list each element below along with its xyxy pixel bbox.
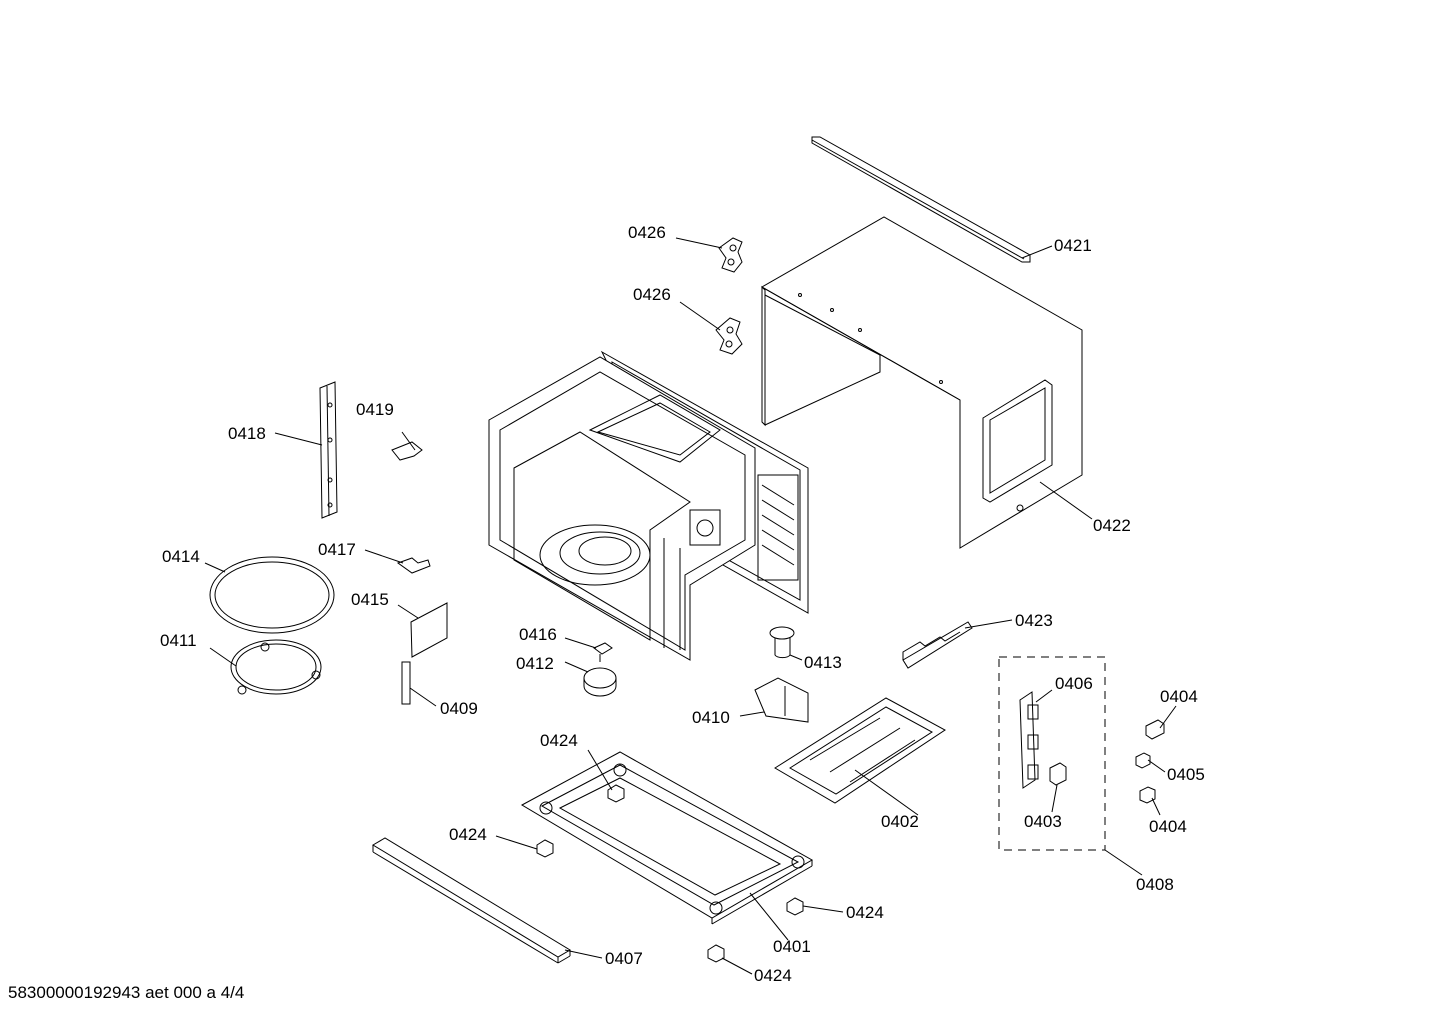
- label-0409: 0409: [440, 699, 478, 718]
- part-0416-coupler: [593, 642, 613, 662]
- part-0424-foot-b: [536, 839, 554, 858]
- part-0421-top-strip: [811, 136, 1031, 263]
- label-0410: 0410: [692, 708, 730, 727]
- label-0402: 0402: [881, 812, 919, 831]
- part-0415-cover-plate: [410, 602, 448, 658]
- label-0415: 0415: [351, 590, 389, 609]
- label-0426-lower: 0426: [633, 285, 671, 304]
- label-0407: 0407: [605, 949, 643, 968]
- label-0408: 0408: [1136, 875, 1174, 894]
- label-0412: 0412: [516, 654, 554, 673]
- part-0403-microswitch: [1049, 762, 1067, 786]
- label-0426-upper: 0426: [628, 223, 666, 242]
- drawing-reference-footer: 58300000192943 aet 000 a 4/4: [8, 983, 245, 1002]
- part-0404-microswitch-b: [1139, 786, 1156, 804]
- label-0414: 0414: [162, 547, 200, 566]
- label-0424-bottom: 0424: [754, 966, 792, 985]
- part-0412-turntable-motor: [583, 667, 617, 697]
- label-0418: 0418: [228, 424, 266, 443]
- label-0424-right: 0424: [846, 903, 884, 922]
- part-0409-strip: [401, 661, 411, 705]
- label-0417: 0417: [318, 540, 356, 559]
- label-0411: 0411: [160, 631, 197, 650]
- part-0424-foot-a: [607, 784, 625, 803]
- label-0421: 0421: [1054, 236, 1092, 255]
- label-0401: 0401: [773, 937, 811, 956]
- label-0404-upper: 0404: [1160, 687, 1198, 706]
- label-0403: 0403: [1024, 812, 1062, 831]
- label-0424-left: 0424: [449, 825, 487, 844]
- part-0407-front-rail: [372, 837, 571, 964]
- part-0411-roller-ring: [230, 639, 322, 695]
- label-0413: 0413: [804, 653, 842, 672]
- part-0413-sensor: [769, 626, 795, 659]
- label-0423: 0423: [1015, 611, 1053, 630]
- leader-lines: [204, 237, 1177, 975]
- part-0423-rail: [902, 621, 973, 669]
- part-0414-seal-ring: [209, 556, 335, 634]
- part-0418-bracket: [319, 381, 338, 519]
- part-0424-foot-c: [786, 897, 804, 916]
- label-0406: 0406: [1055, 674, 1093, 693]
- label-0424-top: 0424: [540, 731, 578, 750]
- label-0416: 0416: [519, 625, 557, 644]
- part-0402-base-tray: [774, 697, 946, 804]
- part-0422-outer-casing: [760, 216, 1083, 549]
- part-0426-hinge-lower: [715, 317, 743, 355]
- label-0422: 0422: [1093, 516, 1131, 535]
- part-0401-base-plate: [520, 751, 814, 925]
- part-0424-foot-d: [707, 944, 725, 963]
- part-oven-cavity: [488, 350, 809, 661]
- part-0410-bracket: [754, 677, 809, 723]
- part-0405-microswitch: [1135, 752, 1151, 769]
- part-0426-hinge-upper: [718, 237, 743, 273]
- part-0419-clip: [391, 431, 423, 461]
- label-0404-lower: 0404: [1149, 817, 1187, 836]
- label-0419: 0419: [356, 400, 394, 419]
- label-0405: 0405: [1167, 765, 1205, 784]
- part-0406-switch-holder: [1019, 691, 1039, 789]
- part-0404-microswitch-a: [1145, 719, 1165, 740]
- part-0417-bracket: [396, 557, 431, 574]
